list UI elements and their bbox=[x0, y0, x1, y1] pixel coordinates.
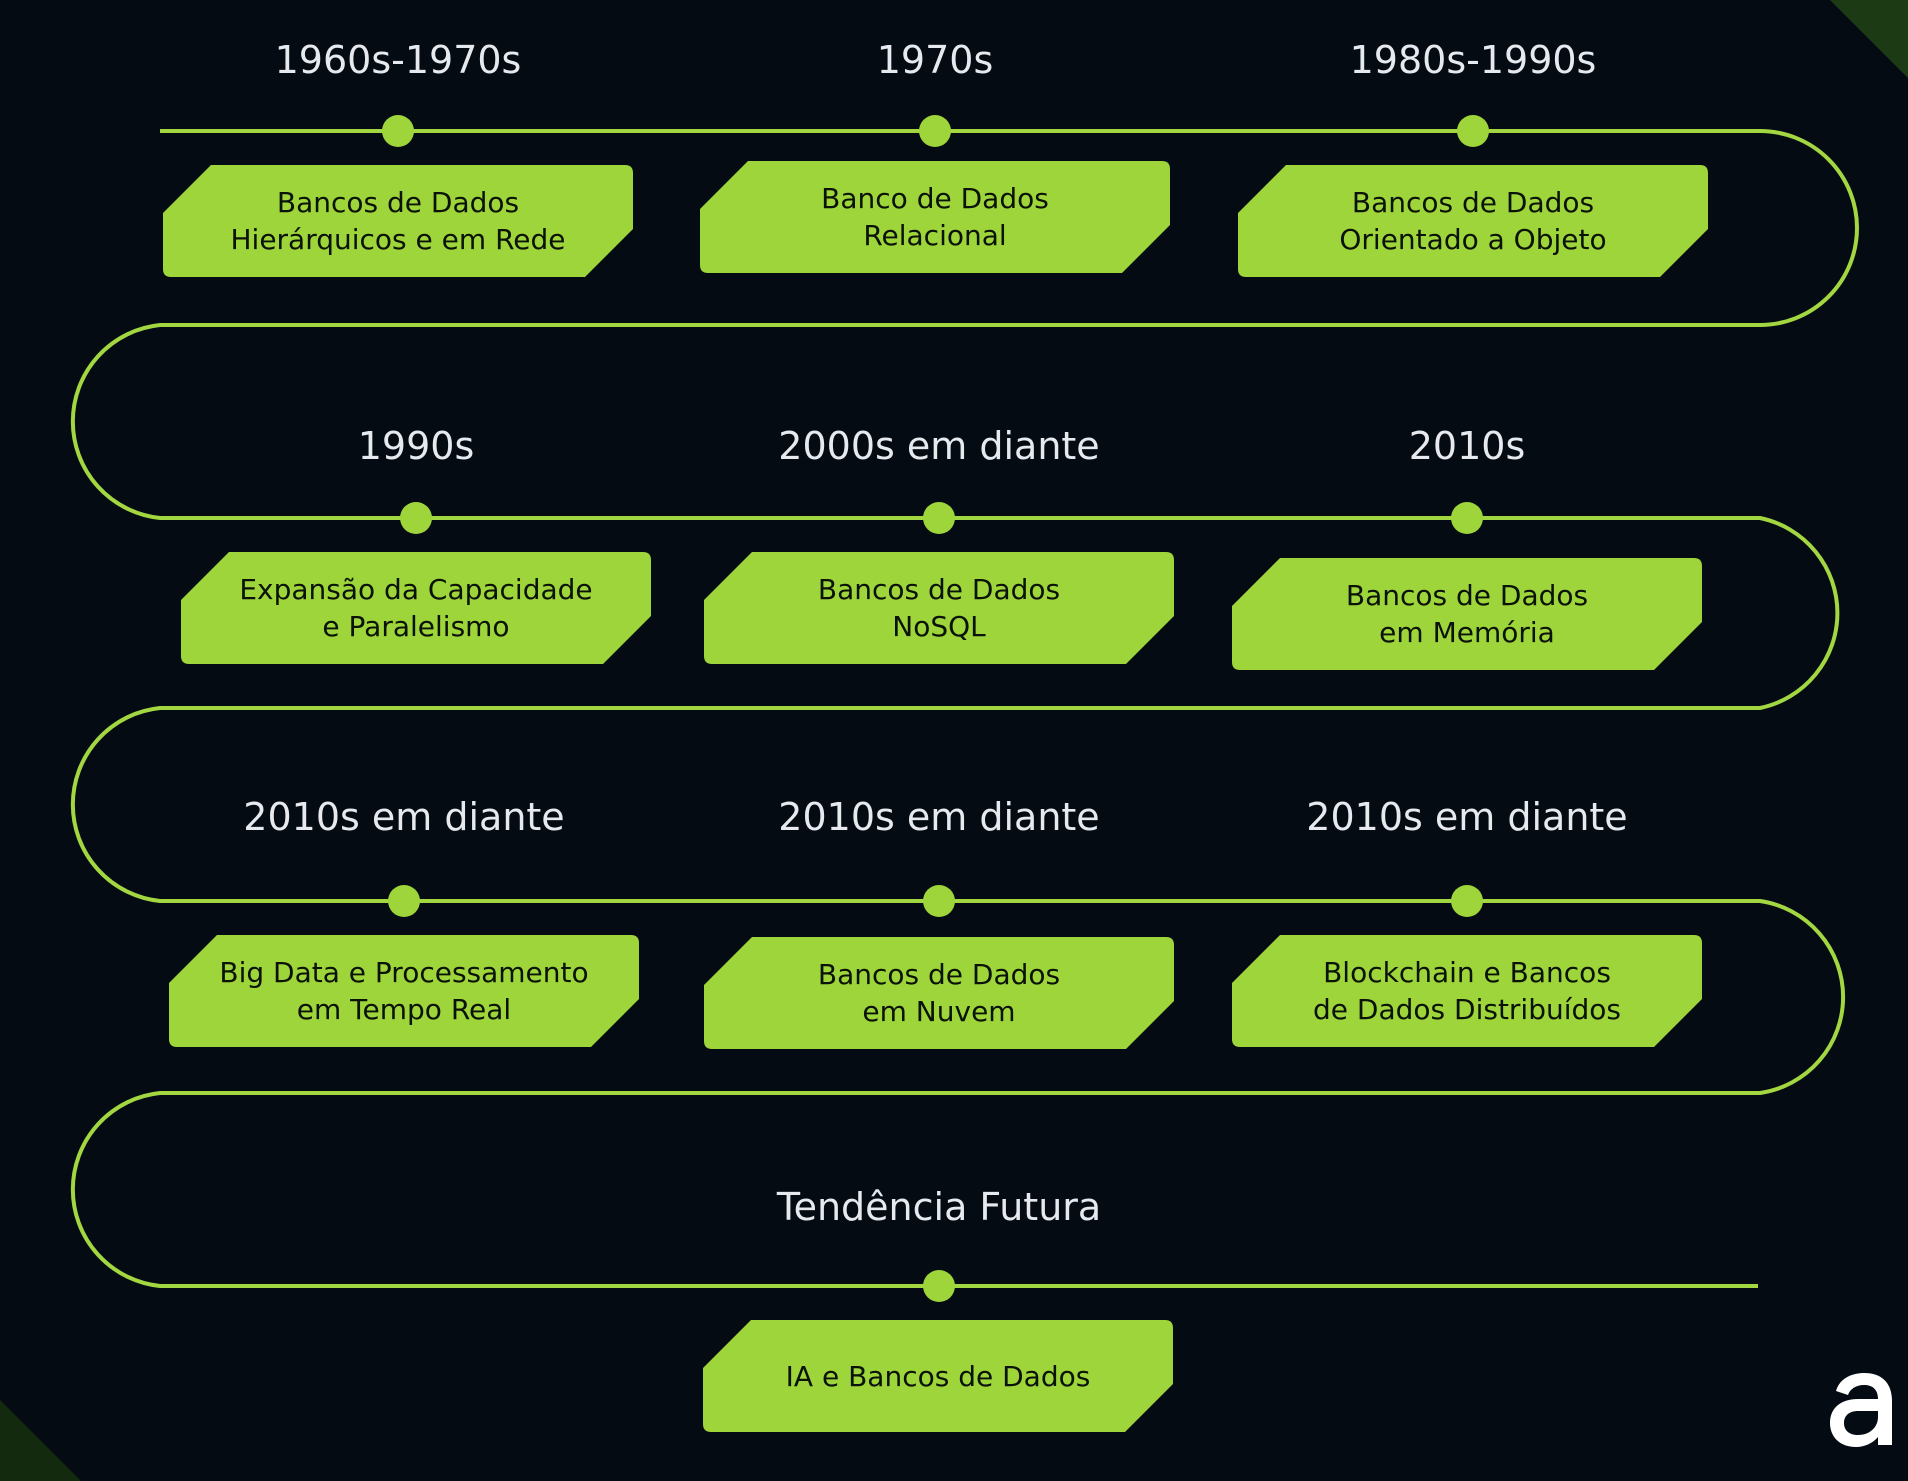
event-card bbox=[169, 935, 639, 1047]
event-card-text: Blockchain e Bancos de Dados Distribuídos bbox=[1232, 935, 1702, 1047]
timeline-dot bbox=[919, 115, 951, 147]
event-card-line: em Nuvem bbox=[862, 995, 1016, 1028]
timeline-dot bbox=[1451, 502, 1483, 534]
timeline-dot bbox=[1457, 115, 1489, 147]
event-card-text: Expansão da Capacidade e Paralelismo bbox=[181, 552, 651, 664]
timeline-dot bbox=[1451, 885, 1483, 917]
event-card-line: Bancos de Dados bbox=[817, 573, 1061, 606]
event-card-line: Banco de Dados bbox=[821, 182, 1049, 215]
timeline-dot bbox=[923, 502, 955, 534]
event-card bbox=[704, 552, 1174, 664]
event-card bbox=[704, 937, 1174, 1049]
event-card-line: e Paralelismo bbox=[322, 610, 510, 643]
event-card-line: Bancos de Dados bbox=[1351, 186, 1595, 219]
event-card-line: Blockchain e Bancos bbox=[1323, 956, 1611, 989]
event-year: Tendência Futura bbox=[776, 1185, 1102, 1229]
timeline-dot bbox=[400, 502, 432, 534]
timeline-dot bbox=[923, 1270, 955, 1302]
event-card-line: Bancos de Dados bbox=[1345, 579, 1589, 612]
event-card-line: NoSQL bbox=[892, 610, 986, 643]
brand-logo-icon bbox=[1828, 1371, 1898, 1453]
event-year: 2010s em diante bbox=[778, 795, 1100, 839]
event-card-line: Expansão da Capacidade bbox=[239, 573, 593, 606]
event-card-text: IA e Bancos de Dados bbox=[703, 1320, 1173, 1432]
event-card-line: em Memória bbox=[1379, 616, 1555, 649]
timeline-dot bbox=[382, 115, 414, 147]
event-year: 1970s bbox=[876, 38, 994, 82]
event-card-line: de Dados Distribuídos bbox=[1313, 993, 1621, 1026]
timeline-dot bbox=[923, 885, 955, 917]
event-card-text: Bancos de Dados em Memória bbox=[1232, 558, 1702, 670]
event-card bbox=[703, 1320, 1173, 1432]
event-year: 2010s bbox=[1408, 424, 1526, 468]
event-year: 1990s bbox=[357, 424, 475, 468]
event-card-line: Bancos de Dados bbox=[276, 186, 520, 219]
event-year: 1960s-1970s bbox=[274, 38, 522, 82]
event-year: 2010s em diante bbox=[243, 795, 565, 839]
event-card-line: em Tempo Real bbox=[296, 993, 512, 1026]
event-card bbox=[1238, 165, 1708, 277]
event-card-line: Hierárquicos e em Rede bbox=[230, 223, 566, 256]
event-card-line: Orientado a Objeto bbox=[1339, 223, 1607, 256]
corner-accent-bottom bbox=[0, 1400, 81, 1481]
event-card bbox=[1232, 558, 1702, 670]
event-card bbox=[700, 161, 1170, 273]
event-card-text: Bancos de Dados em Nuvem bbox=[704, 937, 1174, 1049]
event-card-line: IA e Bancos de Dados bbox=[785, 1359, 1091, 1393]
event-year: 1980s-1990s bbox=[1349, 38, 1597, 82]
event-card bbox=[163, 165, 633, 277]
corner-accent-top bbox=[1830, 0, 1908, 78]
event-year: 2010s em diante bbox=[1306, 795, 1628, 839]
event-card-line: Relacional bbox=[863, 219, 1007, 252]
event-card-line: Big Data e Processamento bbox=[219, 956, 589, 989]
event-card-line: Bancos de Dados bbox=[817, 958, 1061, 991]
event-card bbox=[1232, 935, 1702, 1047]
event-card-text: Big Data e Processamento em Tempo Real bbox=[169, 935, 639, 1047]
event-year: 2000s em diante bbox=[778, 424, 1100, 468]
event-card bbox=[181, 552, 651, 664]
timeline-dot bbox=[388, 885, 420, 917]
timeline-line bbox=[70, 129, 1859, 1288]
